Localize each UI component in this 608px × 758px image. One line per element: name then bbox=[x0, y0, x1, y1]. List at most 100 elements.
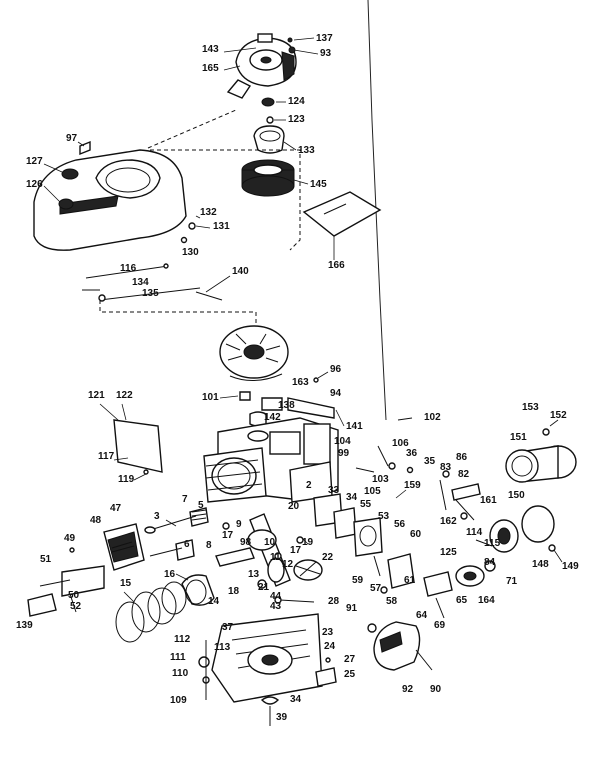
callout-35: 35 bbox=[424, 456, 436, 467]
callout-113: 113 bbox=[214, 642, 231, 653]
recoil-starter bbox=[223, 33, 319, 99]
callout-27: 27 bbox=[344, 654, 356, 665]
callout-94: 94 bbox=[330, 388, 342, 399]
callout-83: 83 bbox=[440, 462, 452, 473]
assembly-line-flywheel bbox=[99, 300, 257, 330]
callout-13: 13 bbox=[248, 569, 260, 580]
callout-65: 65 bbox=[456, 595, 468, 606]
callout-18: 18 bbox=[228, 586, 240, 597]
callout-17: 17 bbox=[290, 545, 302, 556]
callout-21: 21 bbox=[258, 582, 270, 593]
callout-84: 84 bbox=[484, 557, 496, 568]
callout-159: 159 bbox=[404, 480, 421, 491]
callout-24: 24 bbox=[324, 641, 336, 652]
callout-61: 61 bbox=[404, 575, 416, 586]
callout-11: 11 bbox=[270, 552, 281, 563]
callout-97: 97 bbox=[66, 133, 78, 144]
callout-126: 126 bbox=[26, 179, 43, 190]
cam-gear bbox=[293, 559, 323, 581]
callout-106: 106 bbox=[392, 438, 409, 449]
drive-assembly bbox=[423, 470, 496, 619]
callout-119: 119 bbox=[118, 474, 135, 485]
callout-163: 163 bbox=[292, 377, 309, 388]
callout-103: 103 bbox=[372, 474, 389, 485]
callout-138: 138 bbox=[278, 400, 295, 411]
callout-162: 162 bbox=[440, 516, 457, 527]
callout-36: 36 bbox=[406, 448, 418, 459]
callout-110: 110 bbox=[172, 668, 189, 679]
callout-153: 153 bbox=[522, 402, 539, 413]
callout-143: 143 bbox=[202, 44, 219, 55]
callout-139: 139 bbox=[16, 620, 33, 631]
callout-5: 5 bbox=[198, 500, 204, 511]
callout-56: 56 bbox=[394, 519, 406, 530]
shield-plate bbox=[99, 403, 163, 481]
callout-102: 102 bbox=[424, 412, 441, 423]
callout-49: 49 bbox=[64, 533, 76, 544]
callout-130: 130 bbox=[182, 247, 199, 258]
callout-25: 25 bbox=[344, 669, 356, 680]
callout-2: 2 bbox=[306, 480, 312, 491]
callout-71: 71 bbox=[506, 576, 518, 587]
callout-37: 37 bbox=[222, 622, 234, 633]
callout-152: 152 bbox=[550, 410, 567, 421]
callout-121: 121 bbox=[88, 390, 105, 401]
callout-101: 101 bbox=[202, 392, 219, 403]
piston bbox=[175, 547, 255, 606]
callout-98: 98 bbox=[240, 537, 252, 548]
callout-9: 9 bbox=[236, 519, 242, 530]
callout-151: 151 bbox=[510, 432, 527, 443]
callout-6: 6 bbox=[184, 539, 190, 550]
callout-43: 43 bbox=[270, 601, 282, 612]
callout-116: 116 bbox=[120, 263, 137, 274]
callout-115: 115 bbox=[484, 538, 501, 549]
callout-125: 125 bbox=[440, 547, 457, 558]
assembly-line-starter bbox=[147, 109, 237, 149]
callout-52: 52 bbox=[70, 601, 82, 612]
breather-assembly bbox=[313, 493, 415, 594]
callout-109: 109 bbox=[170, 695, 187, 706]
callout-17: 17 bbox=[222, 530, 234, 541]
callout-12: 12 bbox=[282, 559, 294, 570]
callout-53: 53 bbox=[378, 511, 390, 522]
callout-34: 34 bbox=[346, 492, 358, 503]
callout-19: 19 bbox=[302, 537, 314, 548]
callout-16: 16 bbox=[164, 569, 176, 580]
callout-92: 92 bbox=[402, 684, 414, 695]
callout-20: 20 bbox=[288, 501, 300, 512]
callout-14: 14 bbox=[208, 596, 220, 607]
callout-114: 114 bbox=[466, 527, 483, 538]
callout-3: 3 bbox=[154, 511, 160, 522]
callout-127: 127 bbox=[26, 156, 43, 167]
engine-shroud bbox=[33, 140, 187, 251]
callout-122: 122 bbox=[116, 390, 133, 401]
callout-135: 135 bbox=[142, 288, 159, 299]
callout-99: 99 bbox=[338, 448, 350, 459]
callout-47: 47 bbox=[110, 503, 122, 514]
callout-137: 137 bbox=[316, 33, 333, 44]
callout-8: 8 bbox=[206, 540, 212, 551]
crankshaft bbox=[247, 513, 309, 589]
callout-55: 55 bbox=[360, 499, 372, 510]
callout-140: 140 bbox=[232, 266, 249, 277]
cylinder-block bbox=[203, 417, 339, 503]
callout-123: 123 bbox=[288, 114, 305, 125]
callout-93: 93 bbox=[320, 48, 332, 59]
callout-44: 44 bbox=[270, 591, 282, 602]
callout-28: 28 bbox=[328, 596, 340, 607]
linkage-rods bbox=[82, 263, 231, 302]
callout-58: 58 bbox=[386, 596, 398, 607]
callout-51: 51 bbox=[40, 554, 52, 565]
valve-train bbox=[144, 507, 230, 561]
clutch-parts-stack bbox=[253, 97, 297, 154]
clutch-drum bbox=[489, 419, 577, 563]
callout-69: 69 bbox=[434, 620, 446, 631]
callout-86: 86 bbox=[456, 452, 468, 463]
callout-142: 142 bbox=[264, 412, 281, 423]
callout-105: 105 bbox=[364, 486, 381, 497]
callout-39: 39 bbox=[276, 712, 288, 723]
small-fasteners bbox=[355, 417, 414, 499]
callout-23: 23 bbox=[322, 627, 334, 638]
callout-111: 111 bbox=[170, 652, 186, 663]
